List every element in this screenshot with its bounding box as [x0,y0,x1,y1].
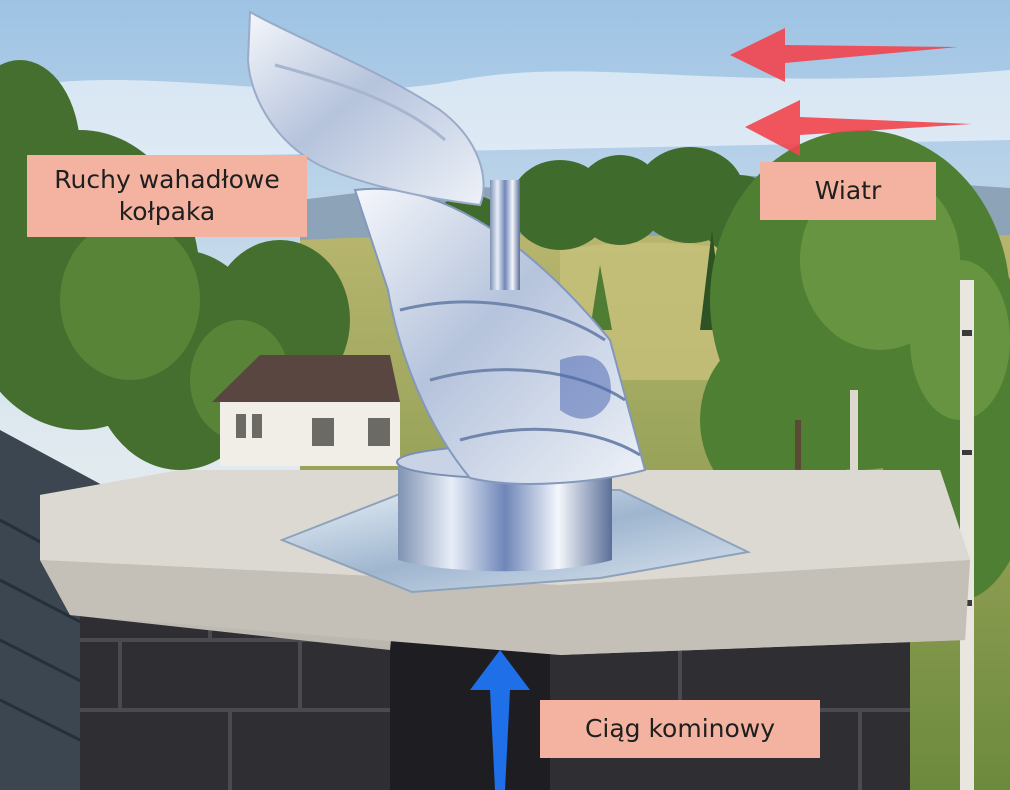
wind-label-text: Wiatr [814,176,882,205]
chimney-draft-label: Ciąg kominowy [540,700,820,758]
pendulum-motion-line2: kołpaka [118,197,216,226]
arrow-up-icon [470,650,530,790]
wind-label: Wiatr [760,162,936,220]
pendulum-motion-line1: Ruchy wahadłowe [54,165,280,194]
pendulum-motion-label: Ruchy wahadłowe kołpaka [27,155,307,237]
chimney-draft-label-text: Ciąg kominowy [584,714,776,743]
arrow-left-icon [730,28,972,156]
